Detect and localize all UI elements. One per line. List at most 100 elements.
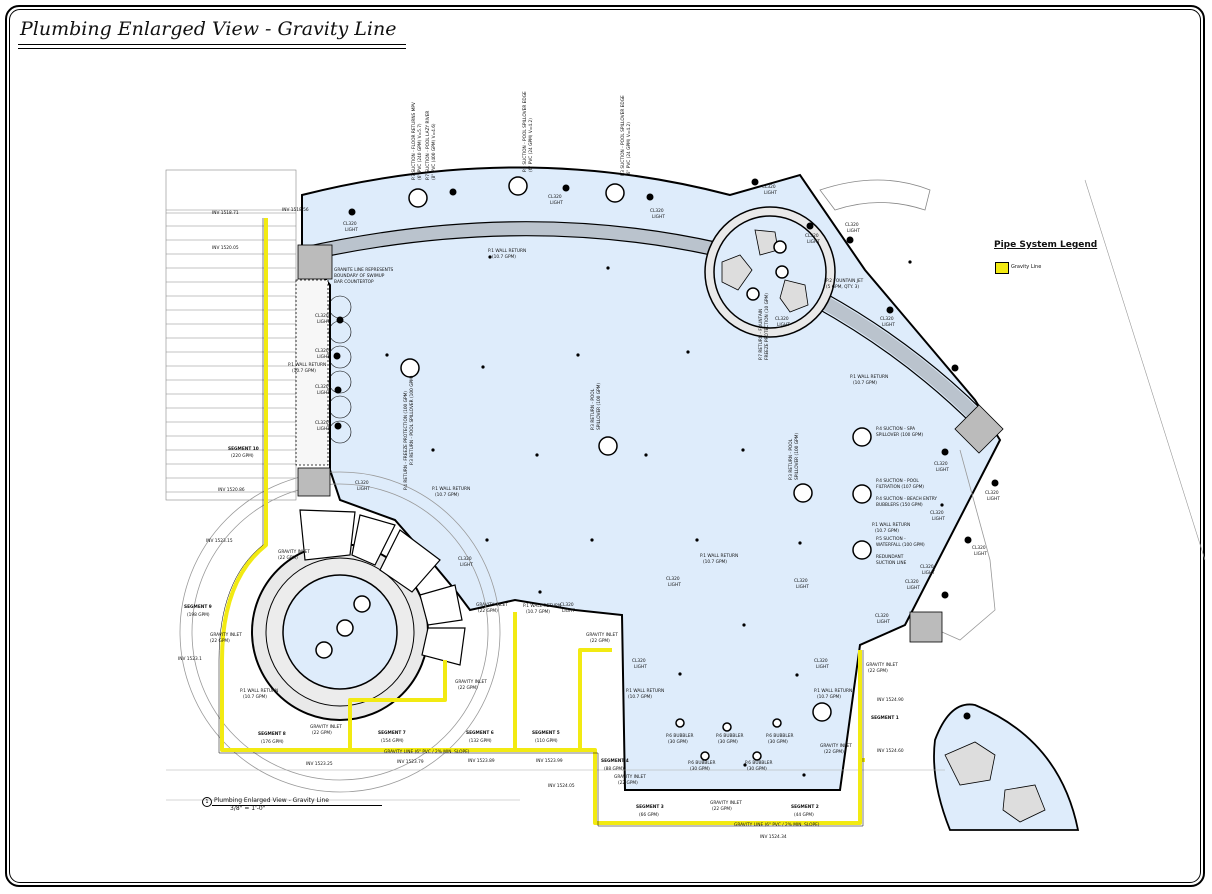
label-bubbler-1: P.6 BUBBLER (666, 733, 693, 739)
label-seg4: SEGMENT 4 (601, 758, 629, 764)
label-bubbler-4: P.6 BUBBLER (688, 760, 715, 766)
label-p3-return-3: P.3 RETURN - POOL (788, 438, 794, 480)
label-wall-return-5-flow: (10.7 GPM) (875, 528, 899, 534)
label-p7-spill-3: P.3 SUCTION - POOL SPILLOVER EDGE (620, 95, 626, 176)
label-fountain-jet-1: P.2 FOUNTAIN JET (826, 278, 864, 284)
title-underline (18, 44, 406, 49)
label-gravity-inlet-2-flow: (22 GPM) (210, 638, 230, 644)
sheet-inner-border (9, 9, 1201, 883)
label-gravity-inlet-3: GRAVITY INLET (310, 724, 342, 730)
legend-swatch-gravity-line (995, 262, 1009, 274)
label-inv-152460: INV 1524.60 (877, 748, 904, 754)
label-light-7: LIGHT (882, 322, 895, 328)
label-wall-return-4-flow: (10.7 GPM) (853, 380, 877, 386)
label-gravity-inlet-3-flow: (22 GPM) (312, 730, 332, 736)
label-light-8: LIGHT (777, 322, 790, 328)
label-light-20: LIGHT (877, 619, 890, 625)
label-light-10: LIGHT (317, 354, 330, 360)
plan-labels: INV 1518.71 INV 1518.56 INV 1520.05 INV … (178, 184, 1000, 840)
label-seg10-flow: (220 GPM) (231, 453, 254, 459)
label-cl320-25: CL320 (920, 564, 934, 570)
label-cl320-3: CL320 (650, 208, 664, 214)
label-cl320-18: CL320 (632, 658, 646, 664)
label-inv-152005: INV 1520.05 (212, 245, 239, 251)
label-wall-return-7-flow: (10.7 GPM) (526, 609, 550, 615)
label-inv-15231: INV 1523.1 (178, 656, 202, 662)
label-inv-152325: INV 1523.25 (306, 761, 333, 767)
label-bubbler-5: P.6 BUBBLER (745, 760, 772, 766)
label-gravity-inlet-8-flow: (22 GPM) (868, 668, 888, 674)
label-wall-return-7: P.1 WALL RETURN (523, 603, 561, 609)
view-title-line (212, 805, 382, 806)
label-light-22: LIGHT (987, 496, 1000, 502)
gravity-line (220, 218, 865, 825)
label-seg8-flow: (176 GPM) (261, 739, 284, 745)
label-wall-return-2: P.1 WALL RETURN (288, 362, 326, 368)
label-seg6: SEGMENT 6 (466, 730, 494, 736)
label-gravity-inlet-10: GRAVITY INLET (476, 602, 508, 608)
label-cl320-24: CL320 (972, 545, 986, 551)
label-redundant-1: REDUNDANT (876, 554, 904, 560)
label-wall-return-4: P.1 WALL RETURN (850, 374, 888, 380)
label-wall-return-10: P.1 WALL RETURN (240, 688, 278, 694)
label-cl320-22: CL320 (985, 490, 999, 496)
label-p4-return-1: P.4 RETURN - FREEZE PROTECTION (100 GPM) (403, 391, 409, 490)
fountain-island (704, 206, 836, 338)
label-seg9: SEGMENT 9 (184, 604, 212, 610)
vertical-labels: P.7 SUCTION - FLOOR RETURNS MPV (6" PVC … (403, 91, 800, 490)
label-cl320-20: CL320 (875, 613, 889, 619)
label-gravity-line-2: GRAVITY LINE (6" PVC / 2% MIN. SLOPE) (734, 822, 820, 828)
label-cl320-1: CL320 (343, 221, 357, 227)
label-light-4: LIGHT (764, 190, 777, 196)
label-p7-lazy-1: P.7 SUCTION - POOL LAZY RIVER (425, 111, 431, 180)
label-light-6: LIGHT (847, 228, 860, 234)
label-wall-return-6-flow: (10.7 GPM) (703, 559, 727, 565)
coping-walk (298, 221, 722, 262)
label-light-18: LIGHT (634, 664, 647, 670)
label-gravity-inlet-5: GRAVITY INLET (586, 632, 618, 638)
label-light-14: LIGHT (460, 562, 473, 568)
label-gravity-line-1: GRAVITY LINE (6" PVC / 2% MIN. SLOPE) (384, 749, 470, 755)
label-bubbler-2-flow: (30 GPM) (718, 739, 738, 745)
label-seg1: SEGMENT 1 (871, 715, 899, 721)
label-gravity-inlet-2: GRAVITY INLET (210, 632, 242, 638)
label-light-24: LIGHT (974, 551, 987, 557)
label-seg7-flow: (154 GPM) (381, 738, 404, 744)
corner-pad-south (909, 611, 943, 643)
label-seg3: SEGMENT 3 (636, 804, 664, 810)
label-cl320-10: CL320 (315, 348, 329, 354)
bar-counter (295, 279, 329, 466)
coping-walk-east (816, 293, 985, 425)
label-gravity-inlet-1-flow: (22 GPM) (278, 555, 298, 561)
label-fountain-2: FREEZE PROTECTION (10 GPM) (764, 293, 770, 360)
label-wall-return-5: P.1 WALL RETURN (872, 522, 910, 528)
label-light-2: LIGHT (550, 200, 563, 206)
label-cl320-12: CL320 (315, 420, 329, 426)
label-wall-return-1-flow: (10.7 GPM) (492, 254, 516, 260)
label-cl320-9: CL320 (315, 313, 329, 319)
label-gravity-inlet-1: GRAVITY INLET (278, 549, 310, 555)
small-dots (385, 255, 944, 777)
label-pool-suction-1: P.4 SUCTION - POOL (876, 478, 919, 484)
label-bubbler-1-flow: (30 GPM) (668, 739, 688, 745)
label-gravity-inlet-5-flow: (22 GPM) (590, 638, 610, 644)
label-spa-suction-2: SPILLOVER (100 GPM) (876, 432, 923, 438)
view-title: Plumbing Enlarged View - Gravity Line (214, 797, 329, 804)
label-seg9-flow: (198 GPM) (187, 612, 210, 618)
label-inv-152490: INV 1524.90 (877, 697, 904, 703)
label-cl320-2: CL320 (548, 194, 562, 200)
label-seg2-flow: (44 GPM) (794, 812, 814, 818)
label-wall-return-10-flow: (10.7 GPM) (243, 694, 267, 700)
label-beach-1: P.4 SUCTION - BEACH ENTRY (876, 496, 937, 502)
label-light-25: LIGHT (922, 570, 935, 576)
label-cl320-21: CL320 (934, 461, 948, 467)
label-gravity-inlet-8: GRAVITY INLET (866, 662, 898, 668)
label-beach-2: BUBBLERS (150 GPM) (876, 502, 923, 508)
drain-fixtures (315, 176, 872, 761)
label-gravity-inlet-10-flow: (22 GPM) (478, 608, 498, 614)
label-bubbler-3-flow: (30 GPM) (768, 739, 788, 745)
label-inv-152434: INV 1524.34 (760, 834, 787, 840)
label-cl320-16: CL320 (666, 576, 680, 582)
label-light-16: LIGHT (668, 582, 681, 588)
label-seg5: SEGMENT 5 (532, 730, 560, 736)
